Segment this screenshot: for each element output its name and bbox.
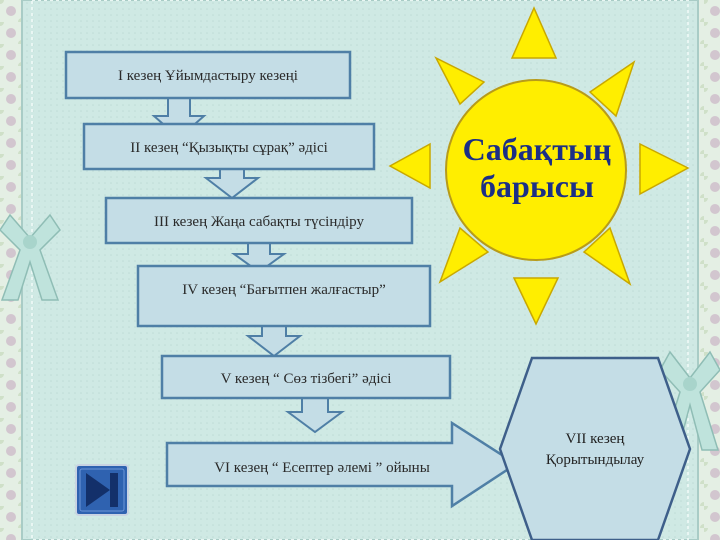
step-box-1: І кезең Ұйымдастыру кезеңі [64, 50, 352, 100]
sun-ray-top-left [434, 56, 486, 106]
step-label-5: V кезең “ Сөз тізбегі” әдісі [221, 371, 392, 387]
step-box-5: V кезең “ Сөз тізбегі” әдісі [160, 354, 452, 400]
sun-ray-top-right [588, 60, 636, 118]
connector-arrow-5 [284, 397, 346, 434]
sun-disc [445, 79, 627, 261]
step-label-3: ІІІ кезең Жаңа сабақты түсіндіру [154, 214, 364, 230]
sun: Сабақтың барысы [388, 6, 690, 326]
step-label-2: ІІ кезең “Қызықты сұрақ” әдісі [130, 140, 328, 156]
final-step-label-line-1: VІІ кезең [566, 431, 625, 447]
title-line-2: барысы [480, 168, 594, 204]
step-box-6-arrow: VІ кезең “ Есептер әлемі ” ойыны [165, 420, 519, 509]
step-label-1: І кезең Ұйымдастыру кезеңі [118, 68, 298, 84]
step-box-4: ІV кезең “Бағытпен жалғастыр” [136, 264, 432, 328]
step-label-6: VІ кезең “ Есептер әлемі ” ойыны [214, 460, 430, 476]
sun-ray-top [510, 6, 558, 59]
panel-inner-border [31, 0, 689, 540]
step-label-4: ІV кезең “Бағытпен жалғастыр” [182, 282, 386, 298]
title-line-1: Сабақтың [463, 131, 612, 167]
sun-ray-bottom [512, 277, 560, 326]
step-box-3: ІІІ кезең Жаңа сабақты түсіндіру [104, 196, 414, 245]
sun-ray-bottom-left [438, 226, 490, 284]
step-box-2: ІІ кезең “Қызықты сұрақ” әдісі [82, 122, 376, 171]
sun-ray-left [388, 142, 431, 190]
skip-end-icon [86, 473, 118, 507]
final-step-label-line-2: Қорытындылау [546, 452, 645, 468]
connector-arrow-3 [230, 242, 288, 274]
final-step-hexagon: VІІ кезең Қорытындылау [498, 356, 692, 540]
sun-ray-right [639, 142, 690, 196]
left-ribbon-bow [0, 213, 61, 301]
skip-to-end-button[interactable] [75, 464, 129, 516]
sun-rays [388, 6, 690, 326]
sun-ray-bottom-right [582, 226, 632, 286]
